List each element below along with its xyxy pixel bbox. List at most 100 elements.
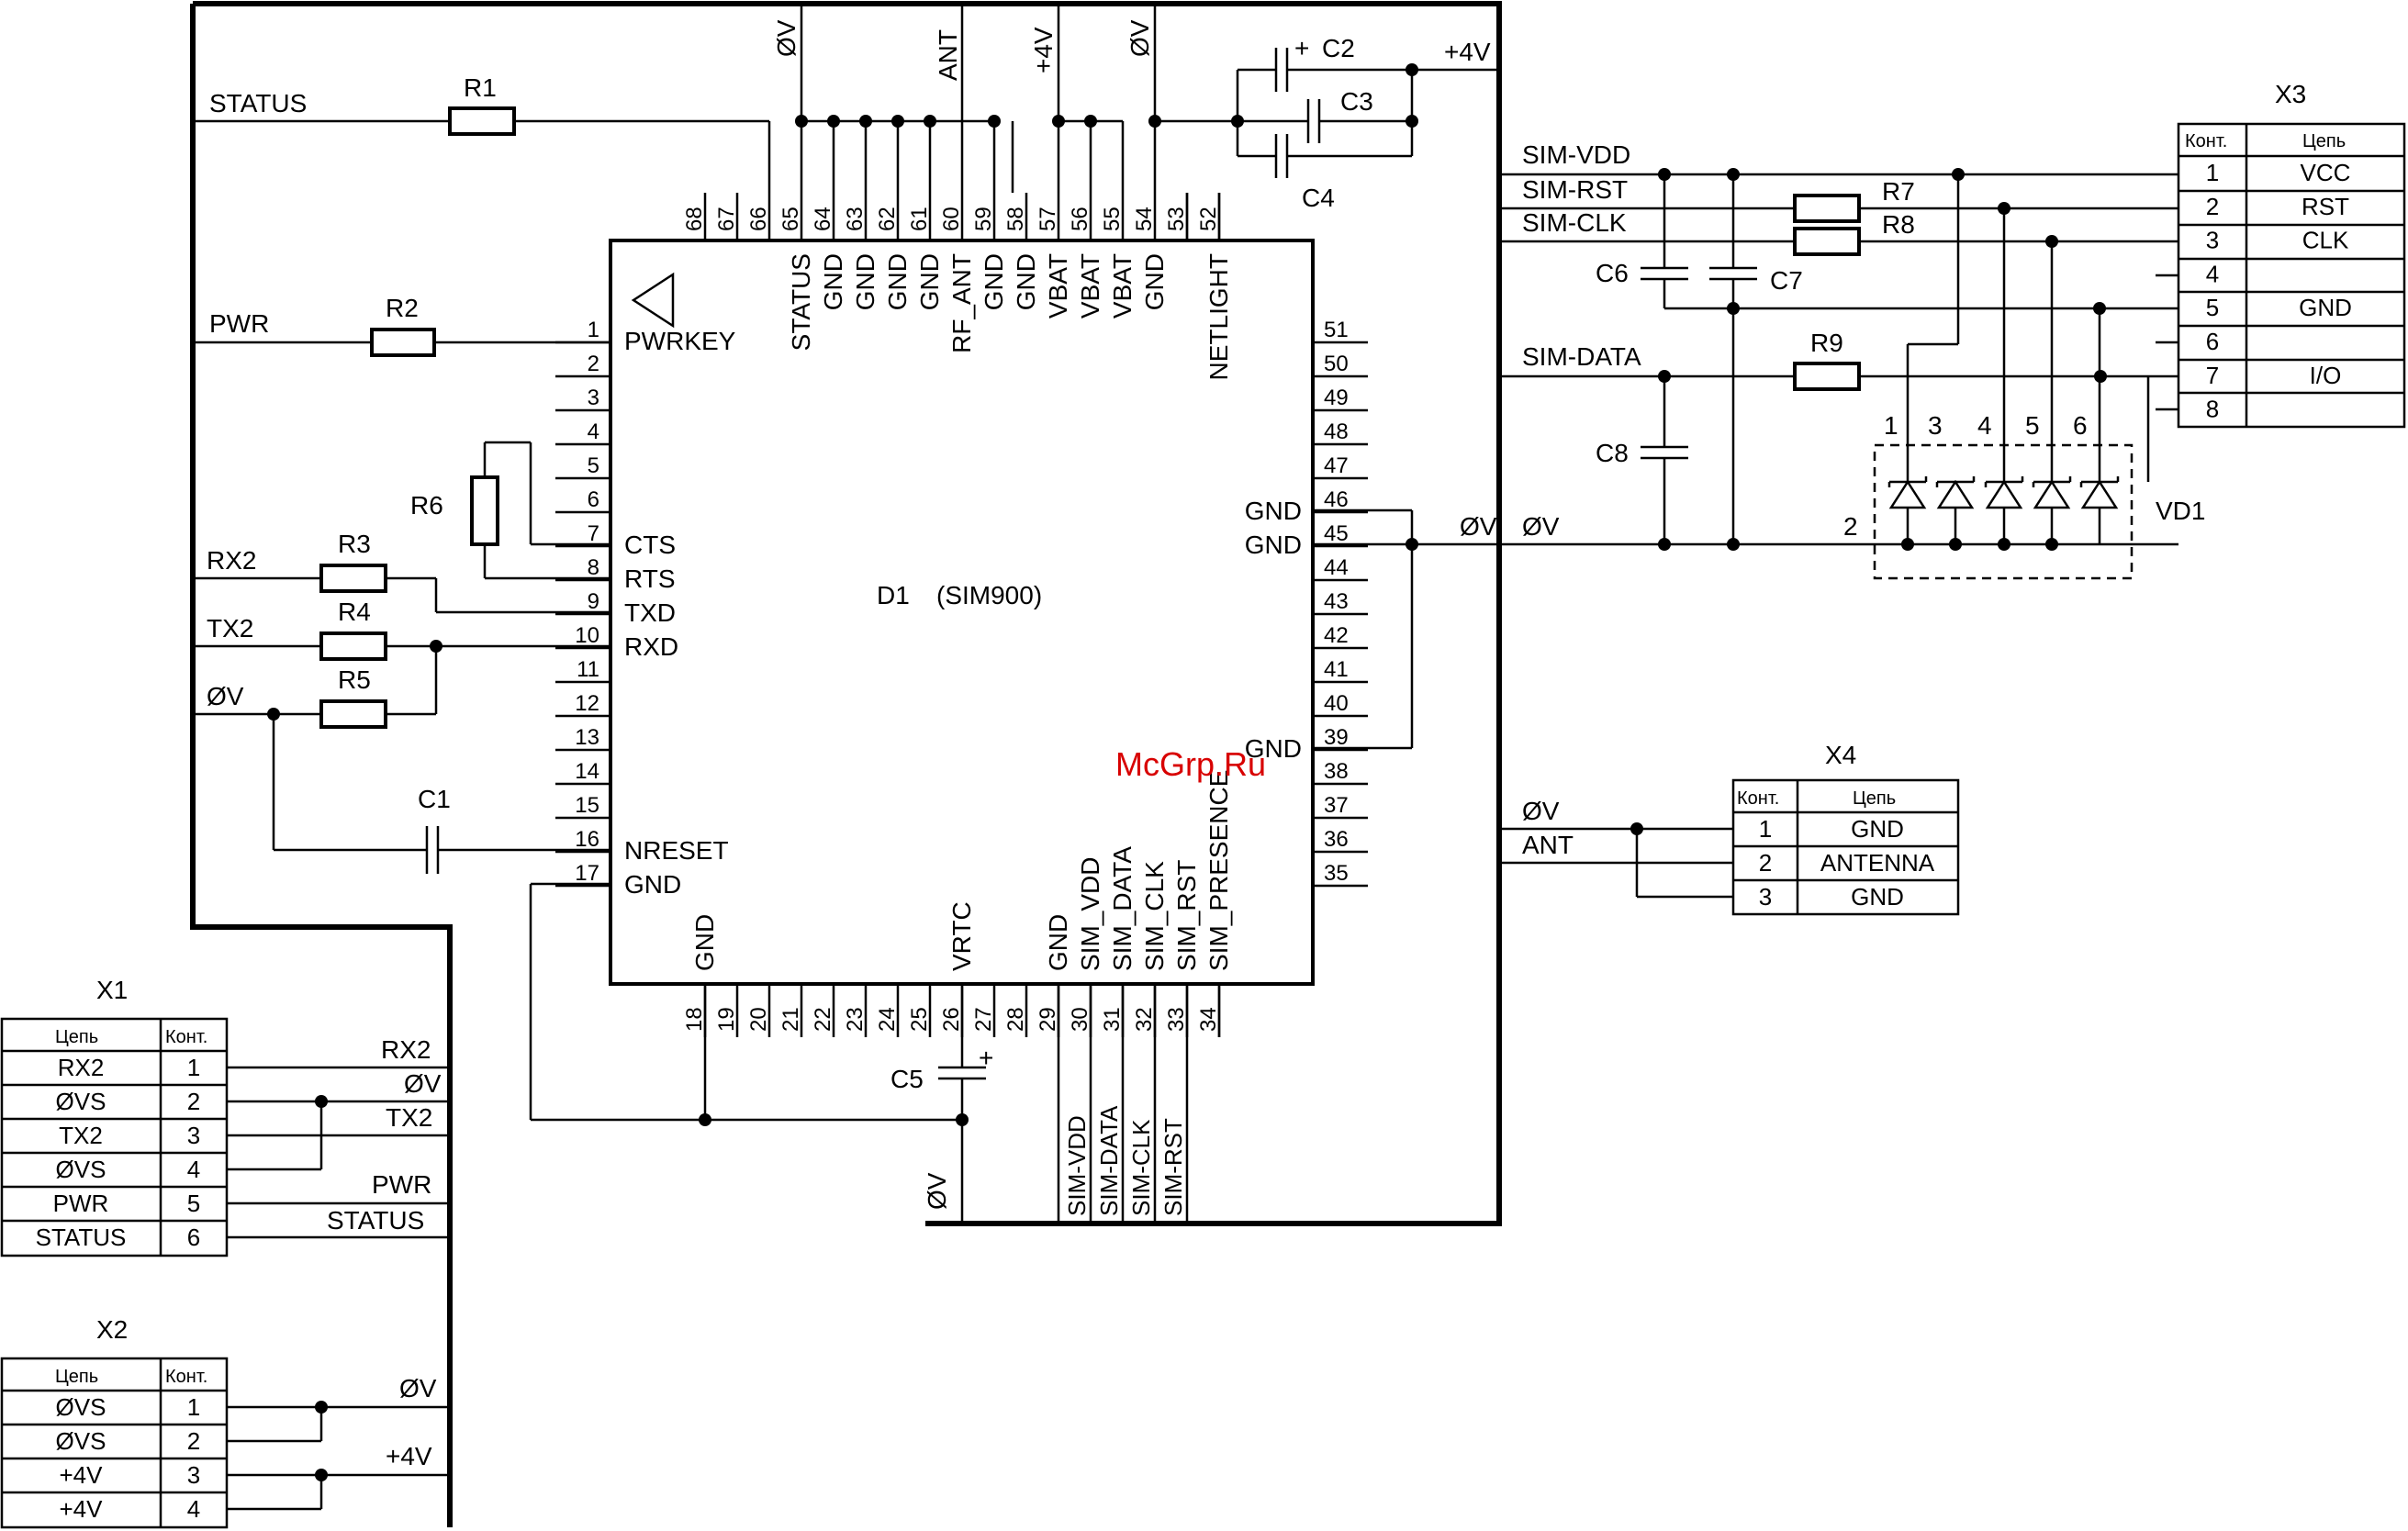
table-cell: 2 — [2206, 193, 2219, 220]
label-c2: C2 — [1322, 34, 1355, 62]
ic-top-pin-name: STATUS — [787, 253, 815, 351]
table-cell: ØVS — [56, 1156, 106, 1183]
vd1-pin-3: 3 — [1928, 411, 1943, 440]
ic-bottom-pin-name: SIM_PRESENCE — [1204, 770, 1233, 971]
ic-right-pin-number: 48 — [1324, 419, 1349, 444]
ic-top-pin-name: GND — [915, 253, 944, 310]
watermark: McGrp.Ru — [1115, 745, 1266, 783]
x2-header-pin: Конт. — [165, 1367, 207, 1387]
net-pwr: PWR — [209, 309, 269, 338]
vd1-outline — [1873, 443, 2134, 580]
resistors: R1 R2 R6 R3 R4 R5 R7 R8 R9 — [319, 73, 1915, 729]
label-r5: R5 — [338, 665, 371, 694]
vd1-pin-5: 5 — [2025, 411, 2040, 440]
ic-bottom-pin-number: 32 — [1132, 1007, 1157, 1032]
table-cell: 2 — [1759, 849, 1772, 877]
ic-right-pin-name: GND — [1245, 531, 1302, 559]
ic-top-pin-name: NETLIGHT — [1204, 253, 1233, 380]
net-sim-clk-bottom: SIM-CLK — [1127, 1119, 1155, 1216]
net-ant-x4: ANT — [1522, 831, 1574, 859]
ic-left-pin-name: NRESET — [624, 836, 729, 865]
ic-top-pin-number: 58 — [1003, 207, 1028, 231]
ic-left-pin-number: 11 — [577, 657, 599, 682]
label-r3: R3 — [338, 530, 371, 558]
ic-top-pin-number: 62 — [875, 207, 900, 231]
ic-top-pin-name: GND — [883, 253, 912, 310]
ic-right-pin-number: 49 — [1324, 386, 1349, 410]
ic-left-pin-number: 15 — [575, 793, 599, 818]
ic-bottom-pin-number: 30 — [1068, 1007, 1092, 1032]
ic-left-pin-name: TXD — [624, 598, 676, 627]
capacitor-c6: C6 — [1596, 259, 1688, 287]
ic-bottom-pin-number: 19 — [714, 1007, 739, 1032]
label-c6: C6 — [1596, 259, 1629, 287]
ic-left-pin-name: GND — [624, 870, 681, 899]
ic-top-pin-number: 53 — [1164, 207, 1189, 231]
ic-bottom-pin-number: 24 — [875, 1007, 900, 1032]
resistor-r6 — [470, 475, 499, 546]
capacitor-c4: C4 — [1274, 134, 1335, 212]
table-cell: 5 — [2206, 294, 2219, 321]
table-cell: 8 — [2206, 396, 2219, 423]
diode-array-vd1: VD1 1 3 4 5 6 2 — [1843, 411, 2205, 580]
table-cell: 7 — [2206, 362, 2219, 389]
x3-header-net: Цепь — [2302, 131, 2346, 151]
net-4v-right: +4V — [1444, 38, 1491, 66]
ic-right-pin-name: GND — [1245, 734, 1302, 763]
resistor-r7 — [1793, 194, 1861, 223]
net-sim-vdd: SIM-VDD — [1522, 140, 1630, 169]
ic-left-pin-name: RXD — [624, 632, 678, 661]
x1-wire-status: STATUS — [327, 1206, 424, 1235]
wires — [193, 4, 2178, 1511]
ic-top-pin-name: VBAT — [1108, 253, 1137, 318]
ic-bottom-pin-name: SIM_RST — [1172, 860, 1201, 971]
ic-left-pin-number: 16 — [575, 827, 599, 852]
label-c7: C7 — [1770, 266, 1803, 295]
vd1-pin-6: 6 — [2073, 411, 2088, 440]
table-cell: GND — [1851, 883, 1904, 911]
x2-title: X2 — [96, 1315, 128, 1344]
ic-left-pin-number: 8 — [588, 555, 599, 580]
ic-bottom-pin-number: 29 — [1036, 1007, 1060, 1032]
ic-top-pin-number: 56 — [1068, 207, 1092, 231]
x1-wire-0v: ØV — [404, 1069, 442, 1098]
ic-right-pin-number: 51 — [1324, 318, 1349, 342]
resistor-r3 — [319, 564, 387, 593]
ic-top-pin-number: 64 — [811, 207, 835, 231]
table-cell: 5 — [187, 1190, 200, 1217]
table-cell: I/O — [2310, 362, 2342, 389]
ic-top-pin-number: 68 — [682, 207, 707, 231]
table-cell: +4V — [60, 1495, 104, 1523]
ic-right-pin-number: 46 — [1324, 487, 1349, 512]
ic-bottom-pin-number: 28 — [1003, 1007, 1028, 1032]
table-cell: RX2 — [58, 1054, 105, 1081]
capacitors: C1 + C2 C3 C4 + C5 C6 — [418, 34, 1803, 1093]
ic-left-pin-number: 1 — [588, 318, 599, 342]
ic-left-pin-name: RTS — [624, 564, 676, 593]
resistor-r5 — [319, 699, 387, 729]
label-r7: R7 — [1882, 177, 1915, 206]
label-vd1: VD1 — [2156, 497, 2205, 525]
ic-bottom-pin-name: SIM_CLK — [1140, 861, 1169, 971]
ic-left-pin-number: 3 — [588, 386, 599, 410]
capacitor-c7: C7 — [1709, 266, 1803, 295]
x2-header-net: Цепь — [55, 1367, 98, 1387]
ic-top-pin-name: GND — [1012, 253, 1040, 310]
x1-wire-rx2: RX2 — [381, 1035, 431, 1064]
ic-top-pin-name: RF_ANT — [947, 253, 976, 353]
table-cell: 4 — [2206, 260, 2219, 287]
ic-top-pin-number: 52 — [1196, 207, 1221, 231]
ic-right-pin-number: 40 — [1324, 691, 1349, 716]
resistor-r8 — [1793, 227, 1861, 256]
table-cell: TX2 — [59, 1122, 103, 1149]
ic-bottom-pin-number: 22 — [811, 1007, 835, 1032]
table-cell: 1 — [187, 1393, 200, 1421]
ic-top-pin-number: 61 — [907, 207, 932, 231]
capacitor-c3: C3 — [1306, 87, 1373, 143]
resistor-r4 — [319, 631, 387, 661]
x4-title: X4 — [1825, 741, 1856, 769]
